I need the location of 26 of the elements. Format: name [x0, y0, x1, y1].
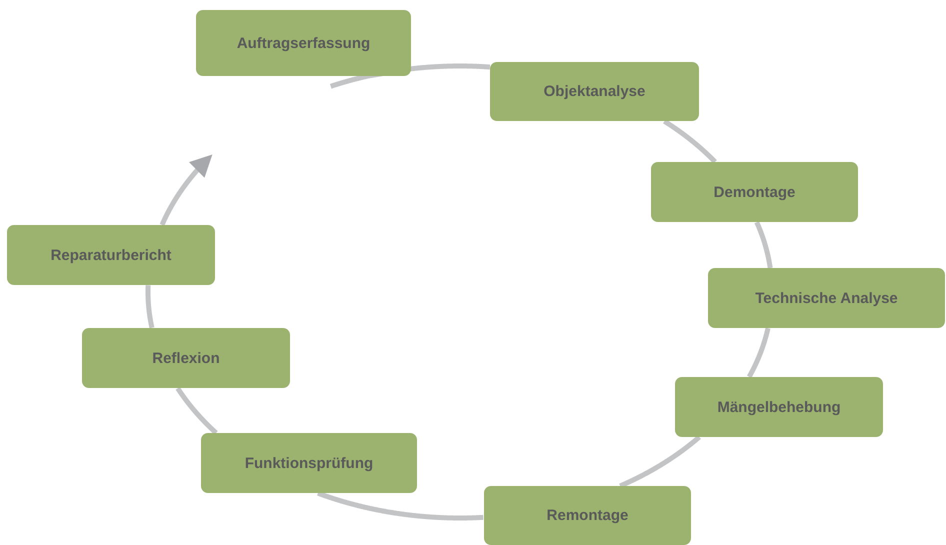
process-box — [651, 162, 858, 222]
connector-line — [746, 326, 770, 380]
process-box — [708, 268, 945, 328]
step-label: Technische Analyse — [755, 290, 898, 306]
process-box — [484, 486, 691, 545]
step-label: Mängelbehebung — [717, 398, 841, 416]
connector-line — [618, 434, 702, 488]
process-box — [201, 433, 417, 493]
connector-line — [146, 283, 154, 330]
connector-line — [754, 220, 773, 270]
step-label: Reparaturbericht — [50, 246, 172, 264]
step-label: Objektanalyse — [544, 83, 646, 100]
process-box — [7, 225, 215, 285]
arrow — [160, 154, 212, 228]
step-label: Auftragserfassung — [236, 34, 370, 52]
process-box — [196, 10, 411, 76]
connector-line — [175, 386, 218, 436]
step-label: Remontage — [546, 507, 628, 524]
connector-line — [662, 118, 718, 164]
process-box — [82, 328, 290, 388]
process-box — [675, 377, 883, 437]
step-label: Reflexion — [152, 350, 220, 366]
step-label: Funktionsprüfung — [244, 454, 374, 472]
connector-line — [316, 490, 486, 520]
step-label: Demontage — [714, 184, 796, 200]
process-box — [490, 62, 699, 121]
